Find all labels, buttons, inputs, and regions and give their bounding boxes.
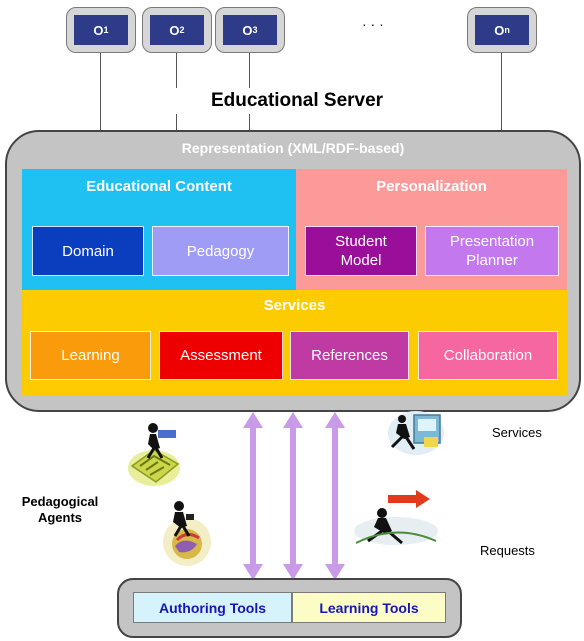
- double-arrow-3: [325, 412, 345, 580]
- request-arrow-icon: [354, 490, 438, 545]
- server-title: Educational Server: [150, 88, 444, 114]
- learning-tools-box: Learning Tools: [292, 592, 446, 623]
- request-service-arrows: [243, 412, 345, 580]
- references-box: References: [290, 331, 409, 380]
- services-side-label: Services: [492, 425, 542, 440]
- educational-content-title: Educational Content: [86, 177, 232, 195]
- ontology-subscript: n: [504, 25, 510, 35]
- pedagogy-box: Pedagogy: [152, 226, 289, 276]
- ontology-letter: O: [494, 22, 505, 38]
- service-runner-icon: [388, 411, 444, 455]
- pedagogical-agents-label: Pedagogical Agents: [21, 494, 99, 525]
- presentation-planner-box: Presentation Planner: [425, 226, 559, 276]
- learning-box: Learning: [30, 331, 151, 380]
- ontology-letter: O: [93, 22, 104, 38]
- assessment-box: Assessment: [159, 331, 283, 380]
- ontology-subscript: 2: [179, 25, 185, 35]
- connector-line-n: [501, 53, 502, 130]
- ontology-ellipsis: · · ·: [362, 16, 384, 32]
- double-arrow-2: [283, 412, 303, 580]
- domain-box: Domain: [32, 226, 144, 276]
- personalization-title: Personalization: [376, 177, 487, 195]
- student-model-box: Student Model: [305, 226, 417, 276]
- authoring-tools-box: Authoring Tools: [133, 592, 292, 623]
- ontology-subscript: 3: [252, 25, 258, 35]
- services-title: Services: [263, 296, 326, 314]
- connector-line-1: [100, 53, 101, 130]
- agent-maze-icon: [128, 423, 180, 486]
- ontology-letter: O: [242, 22, 253, 38]
- collaboration-box: Collaboration: [418, 331, 558, 380]
- ontology-letter: O: [169, 22, 180, 38]
- agent-globe-icon: [163, 501, 211, 566]
- ontology-subscript: 1: [103, 25, 109, 35]
- requests-side-label: Requests: [480, 543, 535, 558]
- representation-label: Representation (XML/RDF-based): [181, 140, 405, 156]
- double-arrow-1: [243, 412, 263, 580]
